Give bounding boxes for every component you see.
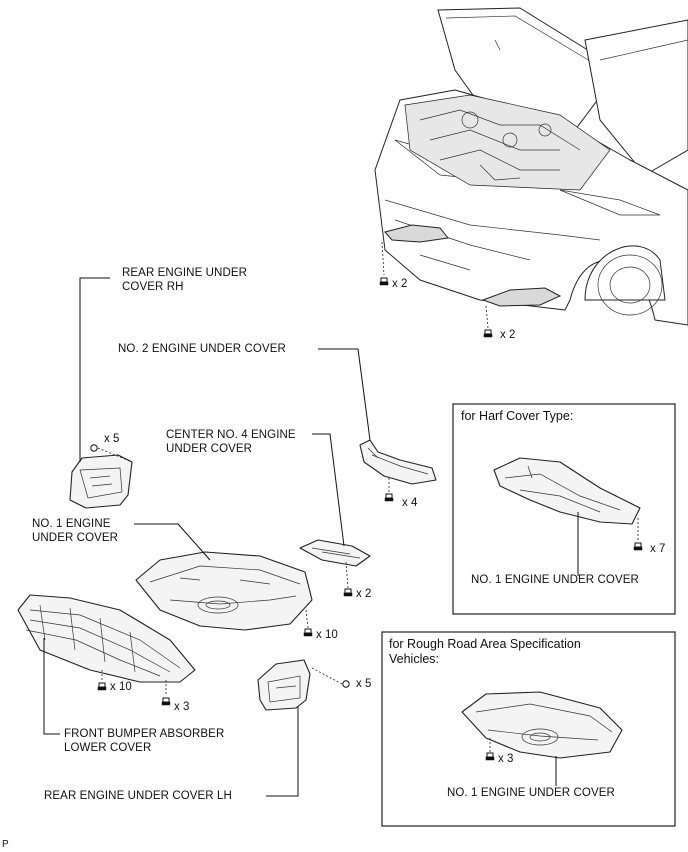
bolt-icon	[633, 542, 643, 551]
rough-road-part-label: NO. 1 ENGINE UNDER COVER	[447, 787, 615, 799]
label-line: FRONT BUMPER ABSORBER	[64, 728, 225, 740]
no1-engine-under-cover-label: NO. 1 ENGINE UNDER COVER	[32, 517, 118, 545]
half-cover-panel-frame	[452, 403, 676, 615]
bolt-icon	[343, 588, 353, 597]
no2-engine-under-cover-part	[359, 439, 437, 485]
bolt-icon	[379, 277, 389, 286]
quantity-car-right: x 2	[500, 329, 516, 341]
quantity-rear-lh: x 5	[356, 678, 372, 690]
half-cover-panel-title: for Harf Cover Type:	[461, 409, 574, 423]
screw-icon	[90, 444, 98, 452]
center-no4-engine-under-cover-part	[299, 539, 371, 567]
rear-engine-under-cover-lh-label: REAR ENGINE UNDER COVER LH	[44, 790, 232, 802]
half-cover-part-label: NO. 1 ENGINE UNDER COVER	[471, 574, 639, 586]
center-no4-engine-under-cover-label: CENTER NO. 4 ENGINE UNDER COVER	[166, 428, 296, 456]
screw-icon	[342, 680, 350, 688]
figure-code: P	[2, 839, 9, 850]
vehicle-front-illustration	[374, 7, 688, 329]
bolt-icon	[303, 628, 313, 637]
label-line: REAR ENGINE UNDER	[122, 267, 248, 279]
label-line: UNDER COVER	[32, 532, 119, 544]
rough-road-no1-engine-under-cover-part	[461, 691, 623, 759]
quantity-car-left: x 2	[392, 278, 408, 290]
quantity-no1: x 10	[316, 629, 338, 641]
bolt-icon	[97, 682, 107, 691]
no1-engine-under-cover-part	[135, 551, 313, 631]
rough-road-panel-title: for Rough Road Area Specification Vehicl…	[389, 637, 581, 667]
label-line: CENTER NO. 4 ENGINE	[166, 429, 296, 441]
bolt-icon	[161, 697, 171, 706]
title-line: for Rough Road Area Specification	[389, 637, 581, 651]
rear-engine-under-cover-lh-part	[257, 659, 311, 711]
quantity-bumper-3: x 3	[174, 701, 190, 713]
rough-road-panel-frame	[381, 631, 676, 827]
quantity-half-cover: x 7	[650, 543, 666, 555]
rear-engine-under-cover-rh-part	[69, 454, 133, 509]
quantity-rough-road: x 3	[498, 753, 514, 765]
rear-engine-under-cover-rh-label: REAR ENGINE UNDER COVER RH	[122, 266, 247, 294]
quantity-center4: x 2	[356, 588, 372, 600]
bolt-icon	[483, 329, 493, 338]
half-cover-no1-engine-under-cover-part	[493, 457, 641, 525]
quantity-no2: x 4	[402, 497, 418, 509]
quantity-rear-rh: x 5	[104, 433, 120, 445]
front-bumper-absorber-lower-cover-part	[17, 594, 196, 683]
label-line: COVER RH	[122, 281, 184, 293]
title-line: Vehicles:	[389, 652, 440, 666]
no2-engine-under-cover-label: NO. 2 ENGINE UNDER COVER	[118, 343, 286, 355]
bolt-icon	[384, 493, 394, 502]
label-line: NO. 1 ENGINE	[32, 518, 111, 530]
quantity-bumper-10: x 10	[110, 681, 132, 693]
label-line: LOWER COVER	[64, 742, 152, 754]
front-bumper-absorber-lower-cover-label: FRONT BUMPER ABSORBER LOWER COVER	[64, 727, 224, 755]
label-line: UNDER COVER	[166, 443, 253, 455]
bolt-icon	[485, 752, 495, 761]
